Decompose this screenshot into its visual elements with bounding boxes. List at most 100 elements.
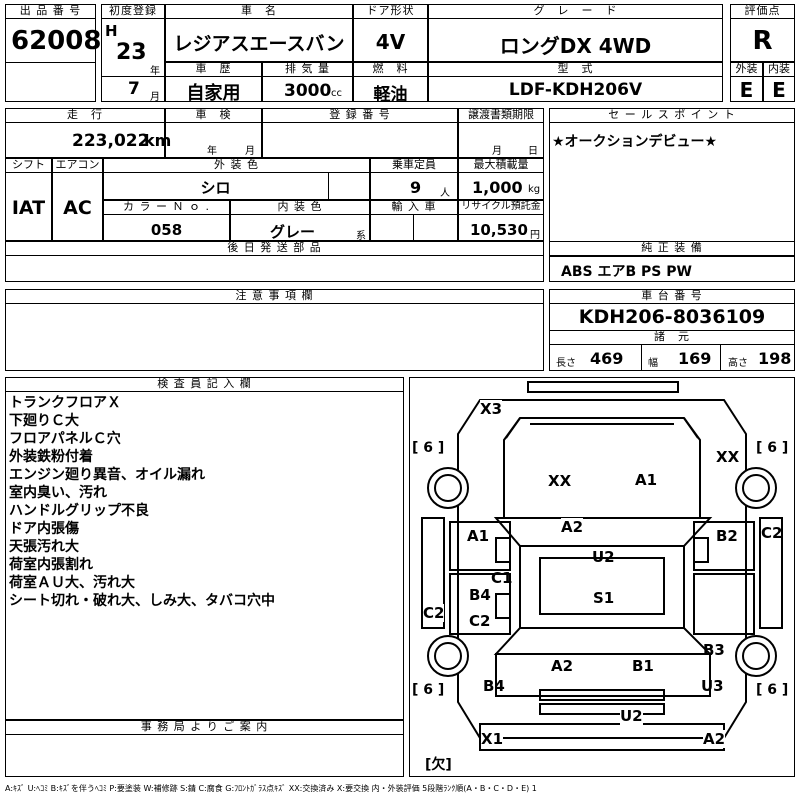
capacity-header: 乗車定員 [370,158,458,173]
damage-mark: U2 [620,707,643,725]
transfer-month-unit: 月 [492,146,502,157]
note-line: 外装鉄粉付着 [9,449,93,465]
damage-mark: B3 [703,641,725,659]
office-header: 事 務 局 よ り ご 案 内 [5,720,404,735]
cc-unit: cc [331,88,342,99]
lot-no-divider [5,62,96,63]
tire-label-fr: [ 6 ] [756,440,789,456]
lot-no: 62008 [11,26,102,56]
era: H [105,22,118,40]
damage-mark: B1 [632,657,654,675]
car-name: レジアスエースバン [173,33,345,55]
damage-mark: U2 [592,548,615,566]
fuel: 軽油 [373,85,408,105]
damage-mark: X3 [480,400,503,418]
displacement-header: 排 気 量 [262,62,353,77]
km-unit: km [144,131,172,150]
note-line: 室内臭い、汚れ [9,485,107,501]
reg-no-header: 登 録 番 号 [262,108,458,123]
damage-mark: B2 [716,527,738,545]
model-code-header: 型 式 [428,62,723,77]
damage-mark: B4 [469,586,491,604]
inspection-month-unit: 月 [245,146,255,157]
displacement: 3000 [284,81,332,101]
grade-header: グ レ ー ド [428,4,723,19]
damage-mark: XX [548,472,572,490]
legend: A:ｷｽﾞ U:ﾍｺﾐ B:ｷｽﾞを伴うﾍｺﾐ P:要塗装 W:補修跡 S:錆 … [5,784,537,793]
recycle-deposit: 10,530 [470,221,528,239]
aircon-header: エアコン [52,158,103,173]
caution-header: 注 意 事 項 欄 [5,289,544,304]
van-outline [421,381,783,751]
shift-header: シフト [5,158,52,173]
recycle-header: リサイクル預託金 [458,200,544,215]
inspection-header: 車 検 [165,108,262,123]
exterior-header: 外装 [730,62,763,77]
height: 198 [758,349,792,368]
door-header: ドア形状 [353,4,428,19]
mileage-header: 走 行 [5,108,165,123]
note-line: 天張汚れ大 [9,539,79,555]
note-line: エンジン廻り異音、オイル漏れ [9,467,205,483]
damage-mark: X1 [481,730,504,748]
kg-unit: kg [528,184,541,195]
model-code: LDF-KDH206V [508,80,643,100]
damage-mark: A2 [551,657,574,675]
aircon: AC [63,197,92,219]
genuine-eq-header: 純 正 装 備 [549,241,795,256]
ext-color-subdivider [328,173,329,200]
history: 自家用 [186,83,241,104]
note-line: フロアパネルＣ穴 [9,431,121,447]
capacity: 9 [410,178,422,197]
first-reg-header: 初度登録 [101,4,165,19]
sales-point: ★オークションデビュー★ [552,134,718,150]
int-color-header: 内 装 色 [230,200,370,215]
transfer-day-unit: 日 [528,146,538,157]
max-load-header: 最大積載量 [458,158,544,173]
interior-header: 内装 [763,62,795,77]
int-color-suffix: 系 [356,231,366,242]
damage-mark: A1 [467,527,490,545]
length: 469 [590,349,624,368]
history-header: 車 歴 [165,62,262,77]
score: R [752,26,773,56]
max-load: 1,000 [472,178,523,197]
specs-div-1 [641,345,642,371]
damage-mark: C1 [491,569,513,587]
height-label: 高さ [728,358,748,369]
length-label: 長さ [556,358,576,369]
damage-mark: S1 [593,589,615,607]
ext-color: シロ [200,179,231,197]
inspector-header: 検 査 員 記 入 欄 [5,377,404,392]
color-no: 058 [150,221,183,239]
color-no-header: カ ラ ー Ｎ ｏ . [103,200,230,215]
inspection-year-unit: 年 [207,146,217,157]
ext-color-header: 外 装 色 [103,158,370,173]
reg-year: 23 [116,40,147,65]
tire-label-rl: [ 6 ] [412,682,445,698]
inspector-notes: トランクフロアＸ 下廻りＣ大 フロアパネルＣ穴 外装鉄粉付着 エンジン廻り異音、… [9,394,275,610]
vehicle-diagram: [ 6 ] [ 6 ] [ 6 ] [ 6 ] X3 XX XX A1 A1 A… [409,377,795,777]
capacity-unit: 人 [440,188,450,199]
width-label: 幅 [648,358,658,369]
note-line: トランクフロアＸ [9,395,121,411]
damage-mark: C2 [761,524,783,542]
sales-point-header: セ ー ル ス ポ イ ン ト [549,108,795,123]
note-line: 下廻りＣ大 [9,413,79,429]
yen-unit: 円 [530,230,540,241]
tire-label-rr: [ 6 ] [756,682,789,698]
note-line: ハンドルグリップ不良 [9,503,149,519]
missing-mark: [欠] [425,757,452,773]
reg-divider [101,76,165,77]
genuine-equipment: ABS エアB PS PW [561,264,692,280]
later-parts-header: 後 日 発 送 部 品 [5,241,544,256]
note-line: シート切れ・破れ大、しみ大、タバコ穴中 [9,593,275,609]
note-line: ドア内張傷 [9,521,79,537]
note-line: 荷室内張割れ [9,557,93,573]
interior-grade: E [772,78,786,102]
damage-mark: C2 [469,612,491,630]
import-header: 輸 入 車 [370,200,458,215]
lot-no-header: 出 品 番 号 [5,4,96,19]
damage-mark: XX [716,448,740,466]
tire-label-fl: [ 6 ] [412,440,445,456]
